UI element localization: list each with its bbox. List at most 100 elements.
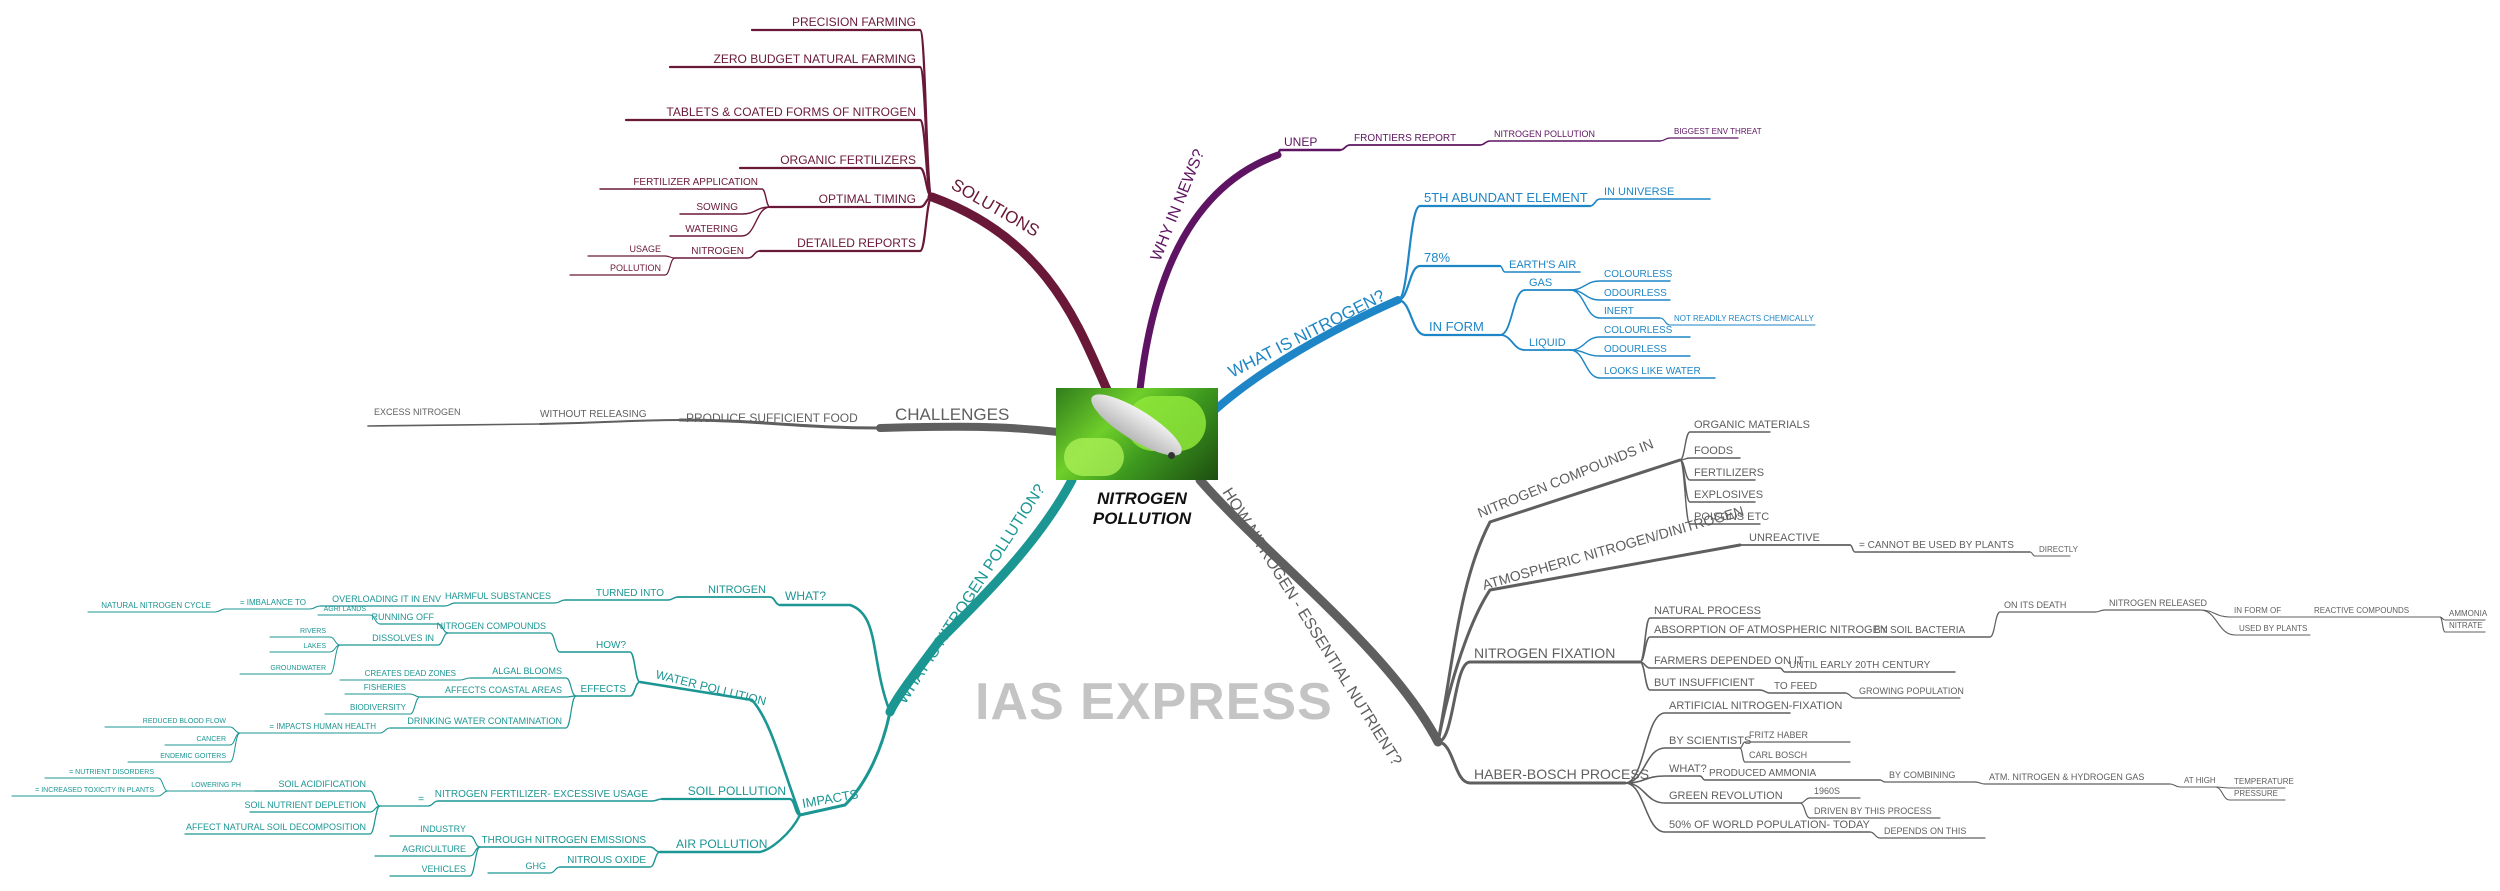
branch-link xyxy=(1624,747,1741,784)
branch-link xyxy=(674,250,761,259)
pollution-trunk xyxy=(885,475,1077,717)
blood-flow: REDUCED BLOOD FLOW xyxy=(143,718,227,725)
percent-78: 78% xyxy=(1424,250,1450,265)
branch-link xyxy=(2439,616,2486,633)
goiters: ENDEMIC GOITERS xyxy=(160,753,226,760)
timing-fertilizer: FERTILIZER APPLICATION xyxy=(633,177,758,188)
branch-link xyxy=(479,846,661,853)
branch-link xyxy=(1624,712,1791,784)
branch-link xyxy=(317,614,381,625)
agri-lands: AGRI LANDS xyxy=(324,606,367,613)
artificial-fixation: ARTIFICIAL NITROGEN-FIXATION xyxy=(1669,700,1842,712)
compound-explosives: EXPLOSIVES xyxy=(1694,489,1763,501)
groundwater: GROUNDWATER xyxy=(270,665,326,672)
rivers: RIVERS xyxy=(300,628,326,635)
industry: INDUSTRY xyxy=(420,824,466,834)
solution-optimal-timing: OPTIMAL TIMING xyxy=(819,192,916,206)
in-form-of: IN FORM OF xyxy=(2234,606,2281,615)
branch-link xyxy=(2169,783,2216,788)
branch-link xyxy=(1276,148,1342,157)
branch-link xyxy=(269,636,341,646)
branch-link xyxy=(389,695,577,729)
branch-link xyxy=(1844,692,1961,699)
branch-link xyxy=(2214,786,2286,789)
timing-watering: WATERING xyxy=(685,224,738,235)
air-pollution: AIR POLLUTION xyxy=(676,837,767,851)
branch-link xyxy=(44,777,169,792)
branch-link xyxy=(1679,457,1741,461)
nutrient-disorders: = NUTRIENT DISORDERS xyxy=(69,769,154,776)
unreactive: UNREACTIVE xyxy=(1749,532,1820,544)
branch-link xyxy=(1589,198,1711,207)
branch-link xyxy=(1499,265,1581,273)
harmful-substances: HARMFUL SUBSTANCES xyxy=(445,591,551,601)
temperature: TEMPERATURE xyxy=(2234,777,2294,786)
branch-link xyxy=(379,800,439,807)
compound-organic: ORGANIC MATERIALS xyxy=(1694,419,1810,431)
inert-not-reactive: NOT READILY REACTS CHEMICALLY xyxy=(1674,314,1815,323)
branch-link xyxy=(1499,289,1571,336)
news-frontiers: FRONTIERS REPORT xyxy=(1354,133,1456,144)
form-liquid: LIQUID xyxy=(1529,337,1566,349)
branch-link xyxy=(677,596,781,606)
what-haber: WHAT? xyxy=(1669,763,1707,775)
ammonia: AMMONIA xyxy=(2449,609,2488,618)
branch-link xyxy=(254,790,381,807)
news-nitrogen-pollution: NITROGEN POLLUTION xyxy=(1494,129,1595,139)
branch-link xyxy=(319,602,456,607)
branch-link xyxy=(1436,740,1627,785)
sixties: 1960S xyxy=(1814,786,1840,796)
solution-organic-fertilizers: ORGANIC FERTILIZERS xyxy=(780,153,916,167)
nitrate: NITRATE xyxy=(2449,621,2483,630)
nitrogen-emissions: THROUGH NITROGEN EMISSIONS xyxy=(482,835,647,846)
branch-link xyxy=(324,696,421,715)
branch-link xyxy=(1699,775,1881,781)
branch-link xyxy=(1659,137,1739,142)
branch-link xyxy=(239,727,391,734)
branch-link xyxy=(1679,431,1771,461)
branch-link xyxy=(1739,747,1851,763)
branch-link xyxy=(1659,317,1816,326)
on-its-death: ON ITS DEATH xyxy=(2004,600,2066,610)
to-feed: TO FEED xyxy=(1774,681,1817,692)
driven-by-process: DRIVEN BY THIS PROCESS xyxy=(1814,806,1932,816)
branch-link xyxy=(447,632,561,653)
branch-link xyxy=(11,790,169,797)
gas-colourless: COLOURLESS xyxy=(1604,269,1673,280)
challenges-link xyxy=(678,418,882,430)
challenge-excess-nitrogen: EXCESS NITROGEN xyxy=(374,407,461,417)
branch-link xyxy=(184,805,381,835)
nutrient-depletion: SOIL NUTRIENT DEPLETION xyxy=(244,800,366,810)
earths-air: EARTH'S AIR xyxy=(1509,259,1576,271)
pollution-what: WHAT? xyxy=(785,589,826,603)
branch-link xyxy=(1396,298,1502,337)
absorption-atm: ABSORPTION OF ATMOSPHERIC NITROGEN xyxy=(1654,624,1888,636)
branch-link xyxy=(419,695,577,698)
cannot-be-used: = CANNOT BE USED BY PLANTS xyxy=(1859,540,2014,551)
branch-link xyxy=(1739,741,1851,749)
nitrogen-compounds-water: NITROGEN COMPOUNDS xyxy=(436,621,546,631)
branch-link xyxy=(1624,782,1871,833)
branch-link xyxy=(127,732,241,763)
center-photo xyxy=(1056,388,1218,480)
gas-odourless: ODOURLESS xyxy=(1604,288,1667,299)
atmospheric-nitrogen: ATMOSPHERIC NITROGEN/DINITROGEN xyxy=(1480,503,1745,593)
branch-link xyxy=(1869,831,1986,839)
branch-link xyxy=(1479,140,1661,146)
solution-precision-farming: PRECISION FARMING xyxy=(792,15,916,29)
branch-link xyxy=(1499,334,1571,351)
branch-link xyxy=(367,423,541,427)
water-link xyxy=(638,680,802,817)
cancer: CANCER xyxy=(196,736,226,743)
central-topic: NITROGEN POLLUTION xyxy=(1082,489,1202,529)
news-trunk xyxy=(1136,151,1282,394)
ghg: GHG xyxy=(525,861,546,871)
branch-link xyxy=(1879,779,1976,783)
branch-link xyxy=(339,677,471,681)
what-nitrogen: NITROGEN xyxy=(708,584,766,596)
fertilizer-usage: NITROGEN FERTILIZER- EXCESSIVE USAGE xyxy=(435,789,649,800)
branch-link xyxy=(1624,775,1701,784)
vehicles: VEHICLES xyxy=(421,864,466,874)
lowering-ph: LOWERING PH xyxy=(191,782,241,789)
